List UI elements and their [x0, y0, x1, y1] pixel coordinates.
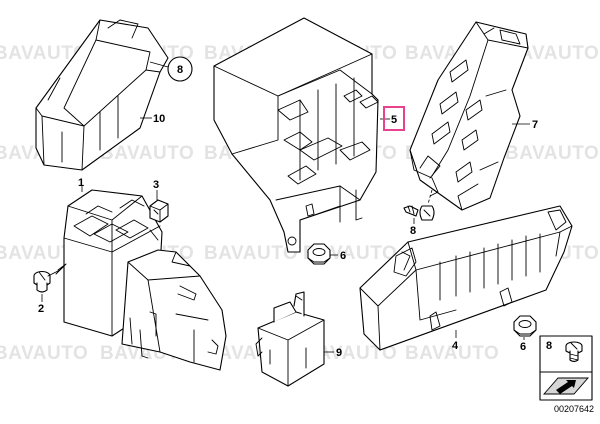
part-2-screw[interactable]: [33, 263, 67, 293]
watermark-text: BAVAUTO: [0, 343, 88, 364]
callout-highlight-box: [383, 106, 405, 131]
callout-label-1[interactable]: 1: [78, 177, 84, 189]
part-3-clip-nut[interactable]: [149, 199, 169, 223]
part-1-relay-block[interactable]: [63, 189, 227, 371]
callout-label-4[interactable]: 4: [452, 340, 459, 352]
part-6-nut-right[interactable]: [513, 315, 537, 337]
legend-box: 8: [539, 335, 593, 401]
callout-label-7[interactable]: 7: [532, 119, 538, 131]
arrow-reference-icon: [543, 377, 589, 395]
callout-circle: [167, 56, 193, 82]
watermark-text: BAVAUTO: [303, 343, 397, 364]
watermark-text: BAVAUTO: [405, 343, 499, 364]
screw-icon: [565, 341, 583, 363]
part-4-lower-tray[interactable]: [359, 205, 573, 351]
watermark-text: BAVAUTO: [505, 143, 599, 164]
watermark-text: BAVAUTO: [100, 143, 194, 164]
callout-label-10[interactable]: 10: [153, 113, 165, 125]
part-5-central-bracket[interactable]: [213, 17, 379, 253]
part-7-right-bracket[interactable]: [409, 21, 529, 211]
callout-label-2[interactable]: 2: [38, 303, 44, 315]
callouts: 8 10 5 7 1 3 8 6 2 4 6 9: [38, 56, 538, 359]
callout-label-3[interactable]: 3: [153, 179, 159, 191]
watermark-text: BAVAUTO: [0, 43, 88, 64]
part-8-screw-upper[interactable]: [403, 189, 435, 221]
callout-label-6-right[interactable]: 6: [520, 341, 526, 353]
callout-label-9[interactable]: 9: [336, 347, 342, 359]
part-6-nut-centre[interactable]: [307, 243, 331, 265]
callout-label-6-centre[interactable]: 6: [340, 250, 346, 262]
catalog-number: 00207642: [554, 404, 594, 414]
legend-number: 8: [546, 340, 552, 352]
callout-label-8[interactable]: 8: [410, 225, 416, 237]
watermark-text: BAVAUTO: [204, 243, 298, 264]
callout-label-5[interactable]: 5: [391, 114, 397, 126]
part-10-tray-holder[interactable]: [35, 19, 169, 171]
callout-label-8-circled[interactable]: 8: [177, 64, 183, 76]
part-9-relay-holder[interactable]: [255, 291, 325, 387]
